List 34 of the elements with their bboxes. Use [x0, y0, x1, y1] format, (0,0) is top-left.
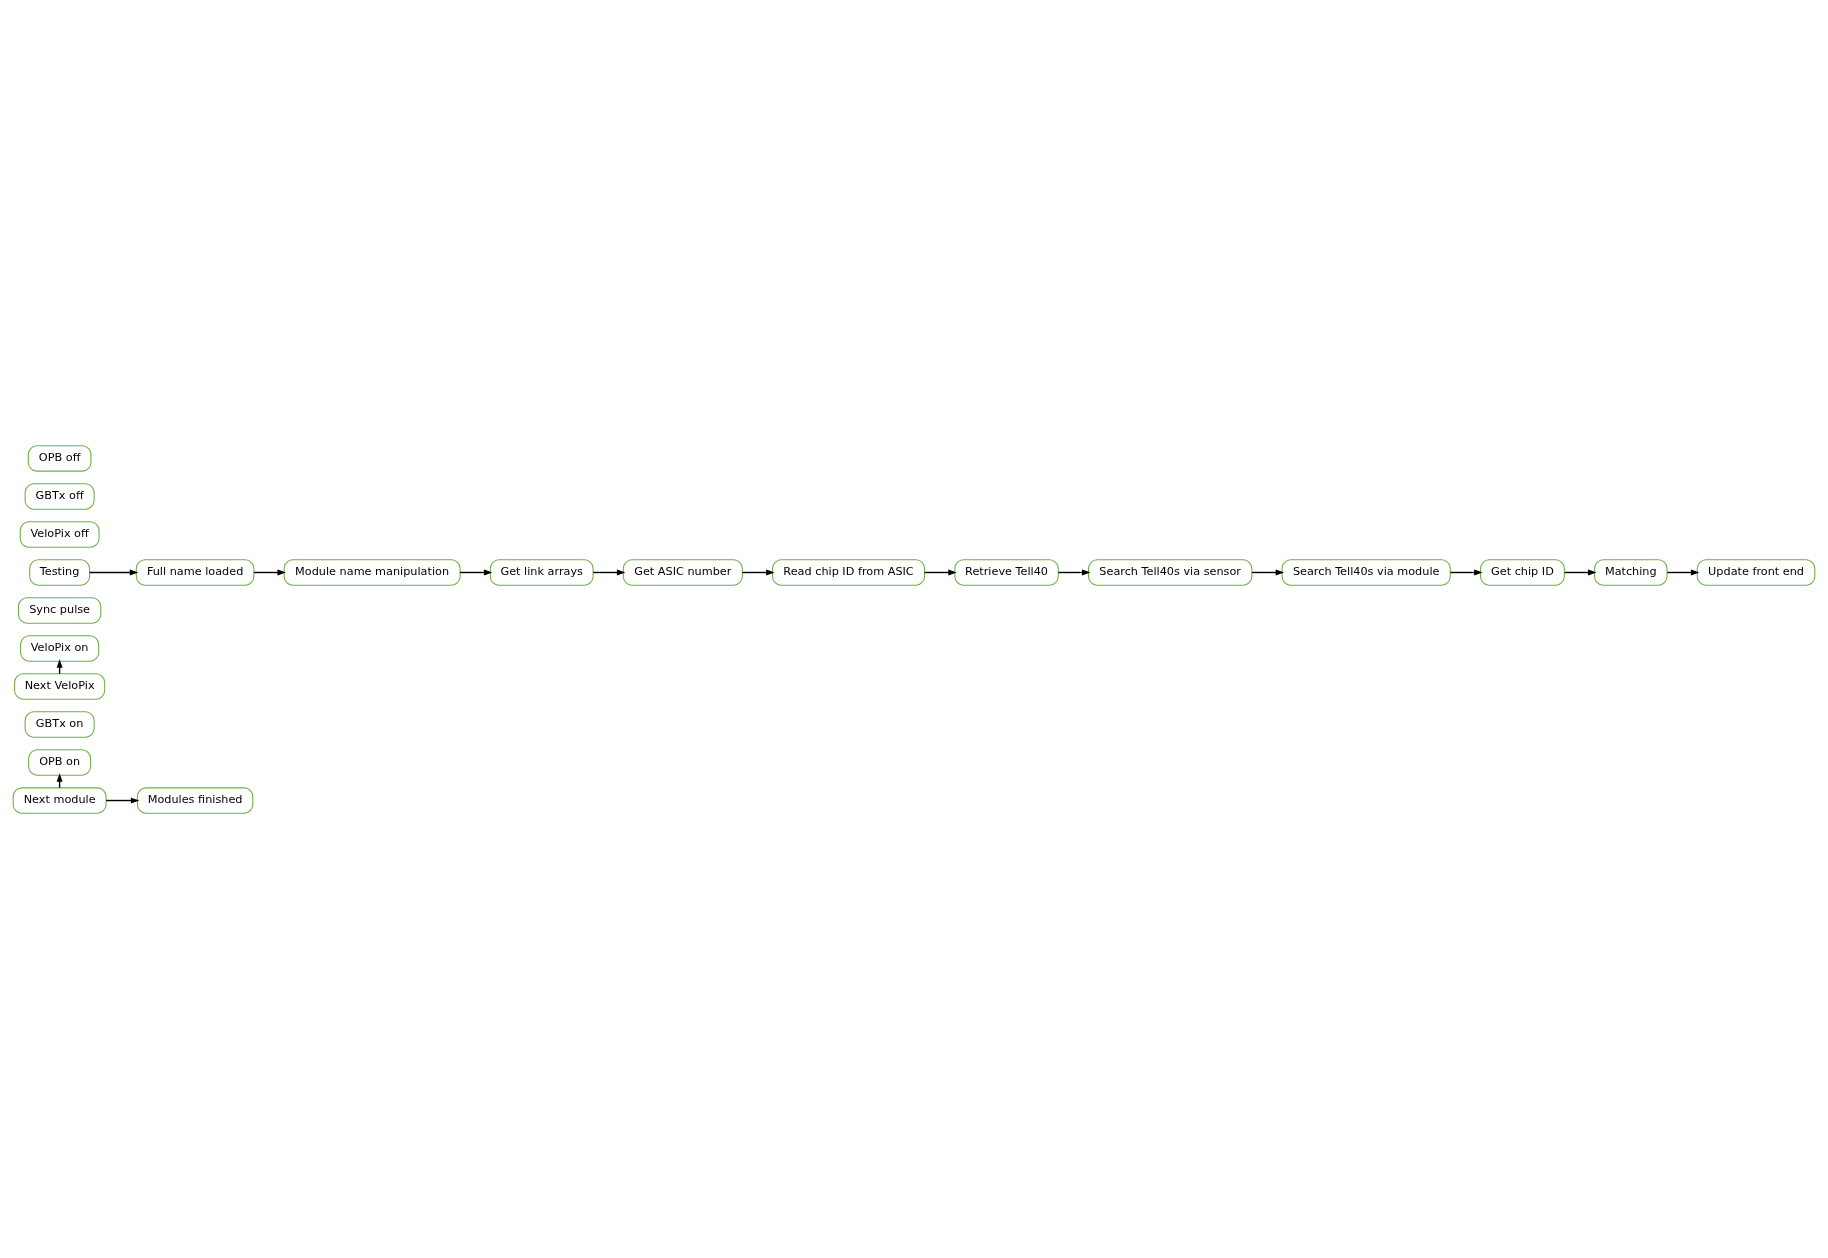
node-box: Get chip ID	[1480, 558, 1565, 586]
node-box: OPB on	[28, 748, 92, 776]
node-box: Full name loaded	[135, 558, 255, 586]
node-box: Update front end	[1696, 558, 1816, 586]
node-box: Next VeloPix	[14, 672, 106, 700]
node-box: Get link arrays	[489, 558, 594, 586]
arrow	[105, 797, 140, 803]
arrow	[1449, 569, 1483, 575]
node-box: Module name manipulation	[283, 558, 461, 586]
arrow	[1251, 569, 1285, 575]
node-box: VeloPix on	[20, 634, 100, 662]
node-box: Get ASIC number	[622, 558, 743, 586]
node-box: GBTx off	[24, 482, 95, 510]
node-box: OPB off	[27, 444, 92, 472]
node-box: Retrieve Tell40	[954, 558, 1059, 586]
node-box: VeloPix off	[19, 520, 100, 548]
node-box: Modules finished	[136, 786, 254, 814]
node-box: Read chip ID from ASIC	[772, 558, 926, 586]
arrow	[592, 569, 626, 575]
arrow	[89, 569, 139, 575]
node-box: Testing	[29, 558, 91, 586]
arrow	[741, 569, 775, 575]
node-box: Matching	[1594, 558, 1668, 586]
arrow	[923, 569, 957, 575]
arrow	[1057, 569, 1091, 575]
node-box: Search Tell40s via sensor	[1088, 558, 1253, 586]
node-box: GBTx on	[24, 710, 95, 738]
arrow	[1563, 569, 1597, 575]
node-box: Sync pulse	[17, 596, 102, 624]
node-box: Next module	[12, 786, 107, 814]
arrow	[253, 569, 286, 575]
arrow	[1666, 569, 1700, 575]
node-box: Search Tell40s via module	[1281, 558, 1451, 586]
arrow	[459, 569, 493, 575]
